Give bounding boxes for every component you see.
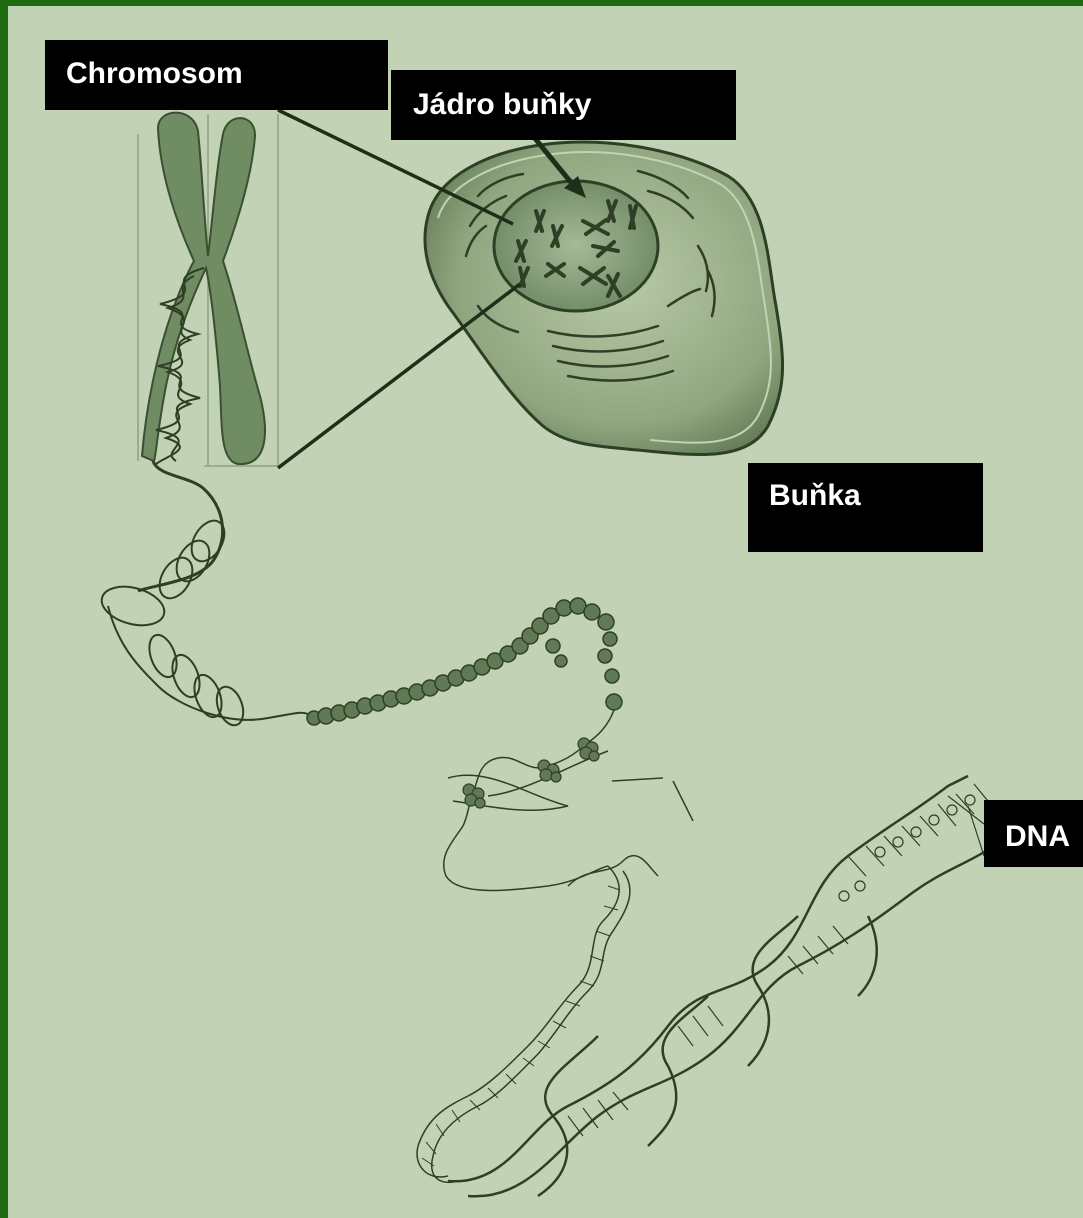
- chromosome-shape: [142, 113, 265, 464]
- label-chromosome: Chromosom: [45, 40, 388, 110]
- chromosome-pointer-line-lower: [278, 284, 520, 468]
- label-dna-text: DNA: [1005, 820, 1083, 854]
- label-nucleus-text: Jádro buňky: [413, 88, 736, 122]
- label-dna: DNA: [984, 800, 1083, 867]
- label-chromosome-text: Chromosom: [66, 57, 388, 91]
- nucleosome-clusters: [463, 738, 599, 808]
- label-nucleus: Jádro buňky: [391, 70, 736, 140]
- chromatin-fiber: [138, 461, 223, 591]
- dna-helix-small: [417, 856, 658, 1183]
- label-cell: Buňka: [748, 463, 983, 552]
- dna-helix-large: [448, 776, 1008, 1196]
- supercoil-loops: [97, 515, 308, 729]
- nucleosome-fiber: [307, 598, 622, 725]
- label-cell-text: Buňka: [769, 479, 983, 513]
- diagram-canvas: Chromosom Jádro buňky Buňka DNA: [8, 6, 1083, 1218]
- dna-helix-large-rungs: [568, 784, 992, 1136]
- chromosome-to-dna-illustration: [8, 6, 1083, 1218]
